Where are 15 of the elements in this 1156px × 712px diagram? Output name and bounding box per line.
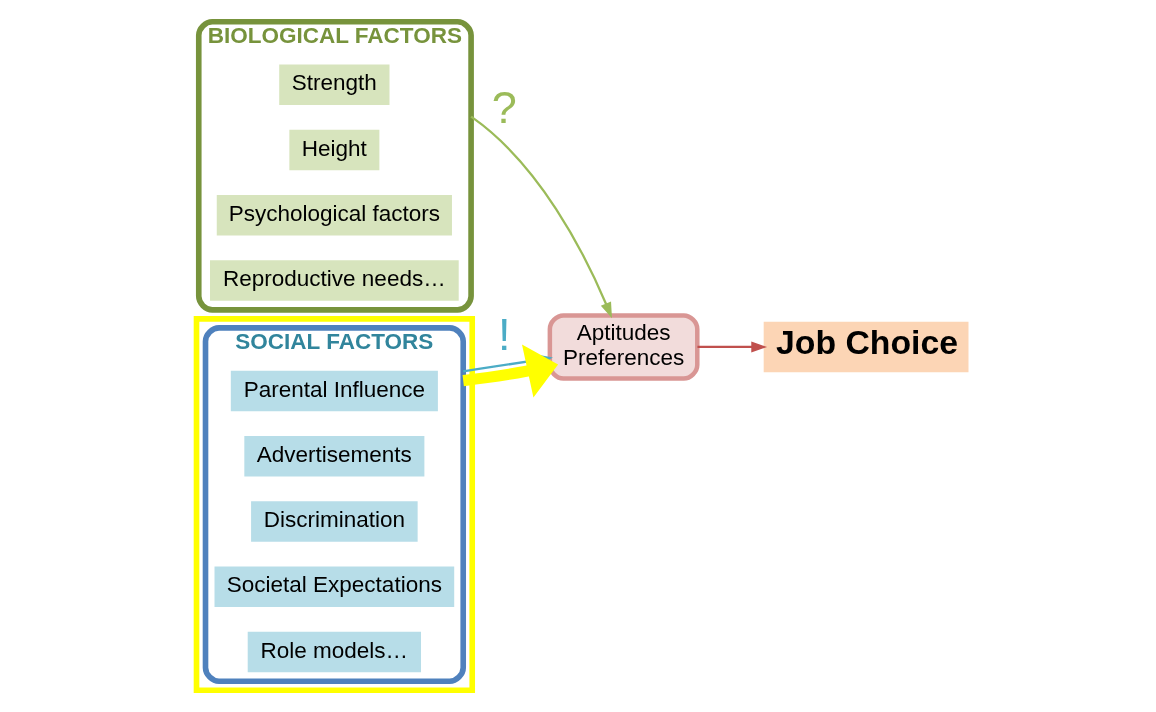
node-box: Job Choice — [763, 321, 969, 373]
node-box: Aptitudes Preferences — [547, 313, 700, 381]
arrow — [697, 341, 768, 353]
node-box: Advertisements — [244, 435, 425, 477]
node-box: Strength — [279, 64, 390, 106]
node-box: Role models… — [247, 631, 421, 673]
edge-label: ! — [498, 309, 511, 361]
node-box: Reproductive needs… — [210, 260, 459, 301]
node-box: Societal Expectations — [214, 566, 455, 607]
edge-label: ? — [491, 82, 517, 134]
arrow — [470, 115, 612, 319]
node-box: Height — [289, 129, 380, 171]
node-box: Psychological factors — [216, 195, 452, 236]
node-box: Discrimination — [251, 501, 418, 542]
node-box: Parental Influence — [230, 370, 438, 412]
